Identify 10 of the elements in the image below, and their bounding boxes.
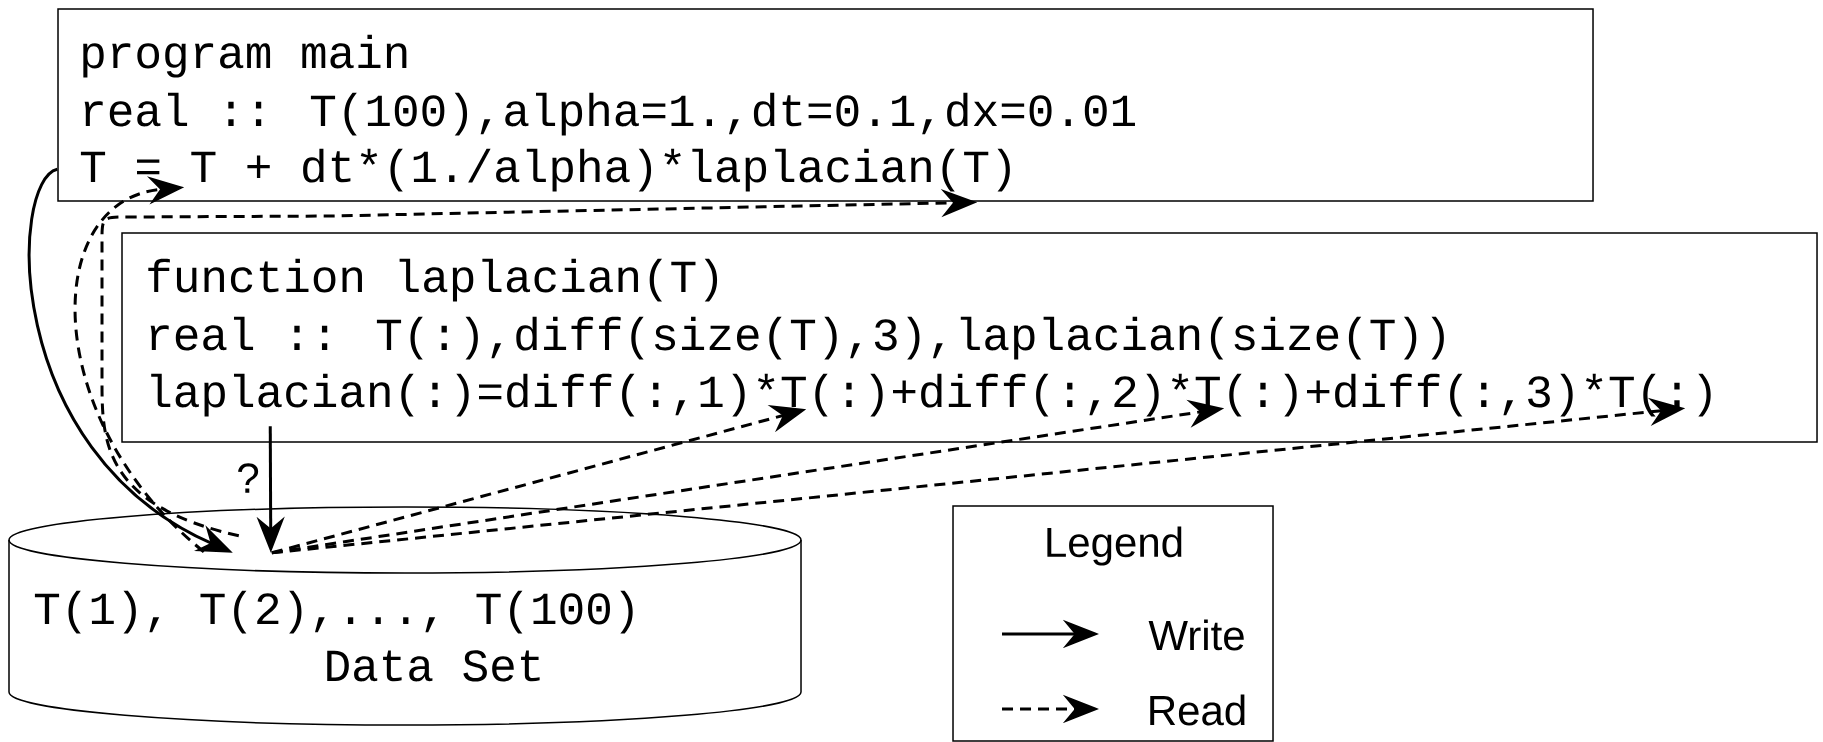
- node-label: Data Set: [327, 650, 540, 682]
- legend-text: Read: [1150, 694, 1245, 726]
- legend-title: Legend: [1047, 526, 1182, 566]
- edge-label: ?: [235, 462, 261, 494]
- legend-text: Write: [1148, 619, 1244, 651]
- database-cylinder: T(1), T(2),..., T(100) Data Set: [8, 506, 802, 726]
- arrow: [74, 176, 205, 553]
- code-box: program main real :: T(100),alpha=1.,dt=0.1,dx=0.01 T = T + dt*(1./alpha)*laplacian(T): [57, 8, 1594, 202]
- code-box: function laplacian(T) real :: T(:),diff(size(T),3),laplacian(size(T)) laplacian(:)=diff(:,1)*T(:)+diff(:,2)*T(:)+diff(:,3)*T(:): [121, 232, 1818, 443]
- node-label: T(1), T(2),..., T(100): [34, 590, 633, 634]
